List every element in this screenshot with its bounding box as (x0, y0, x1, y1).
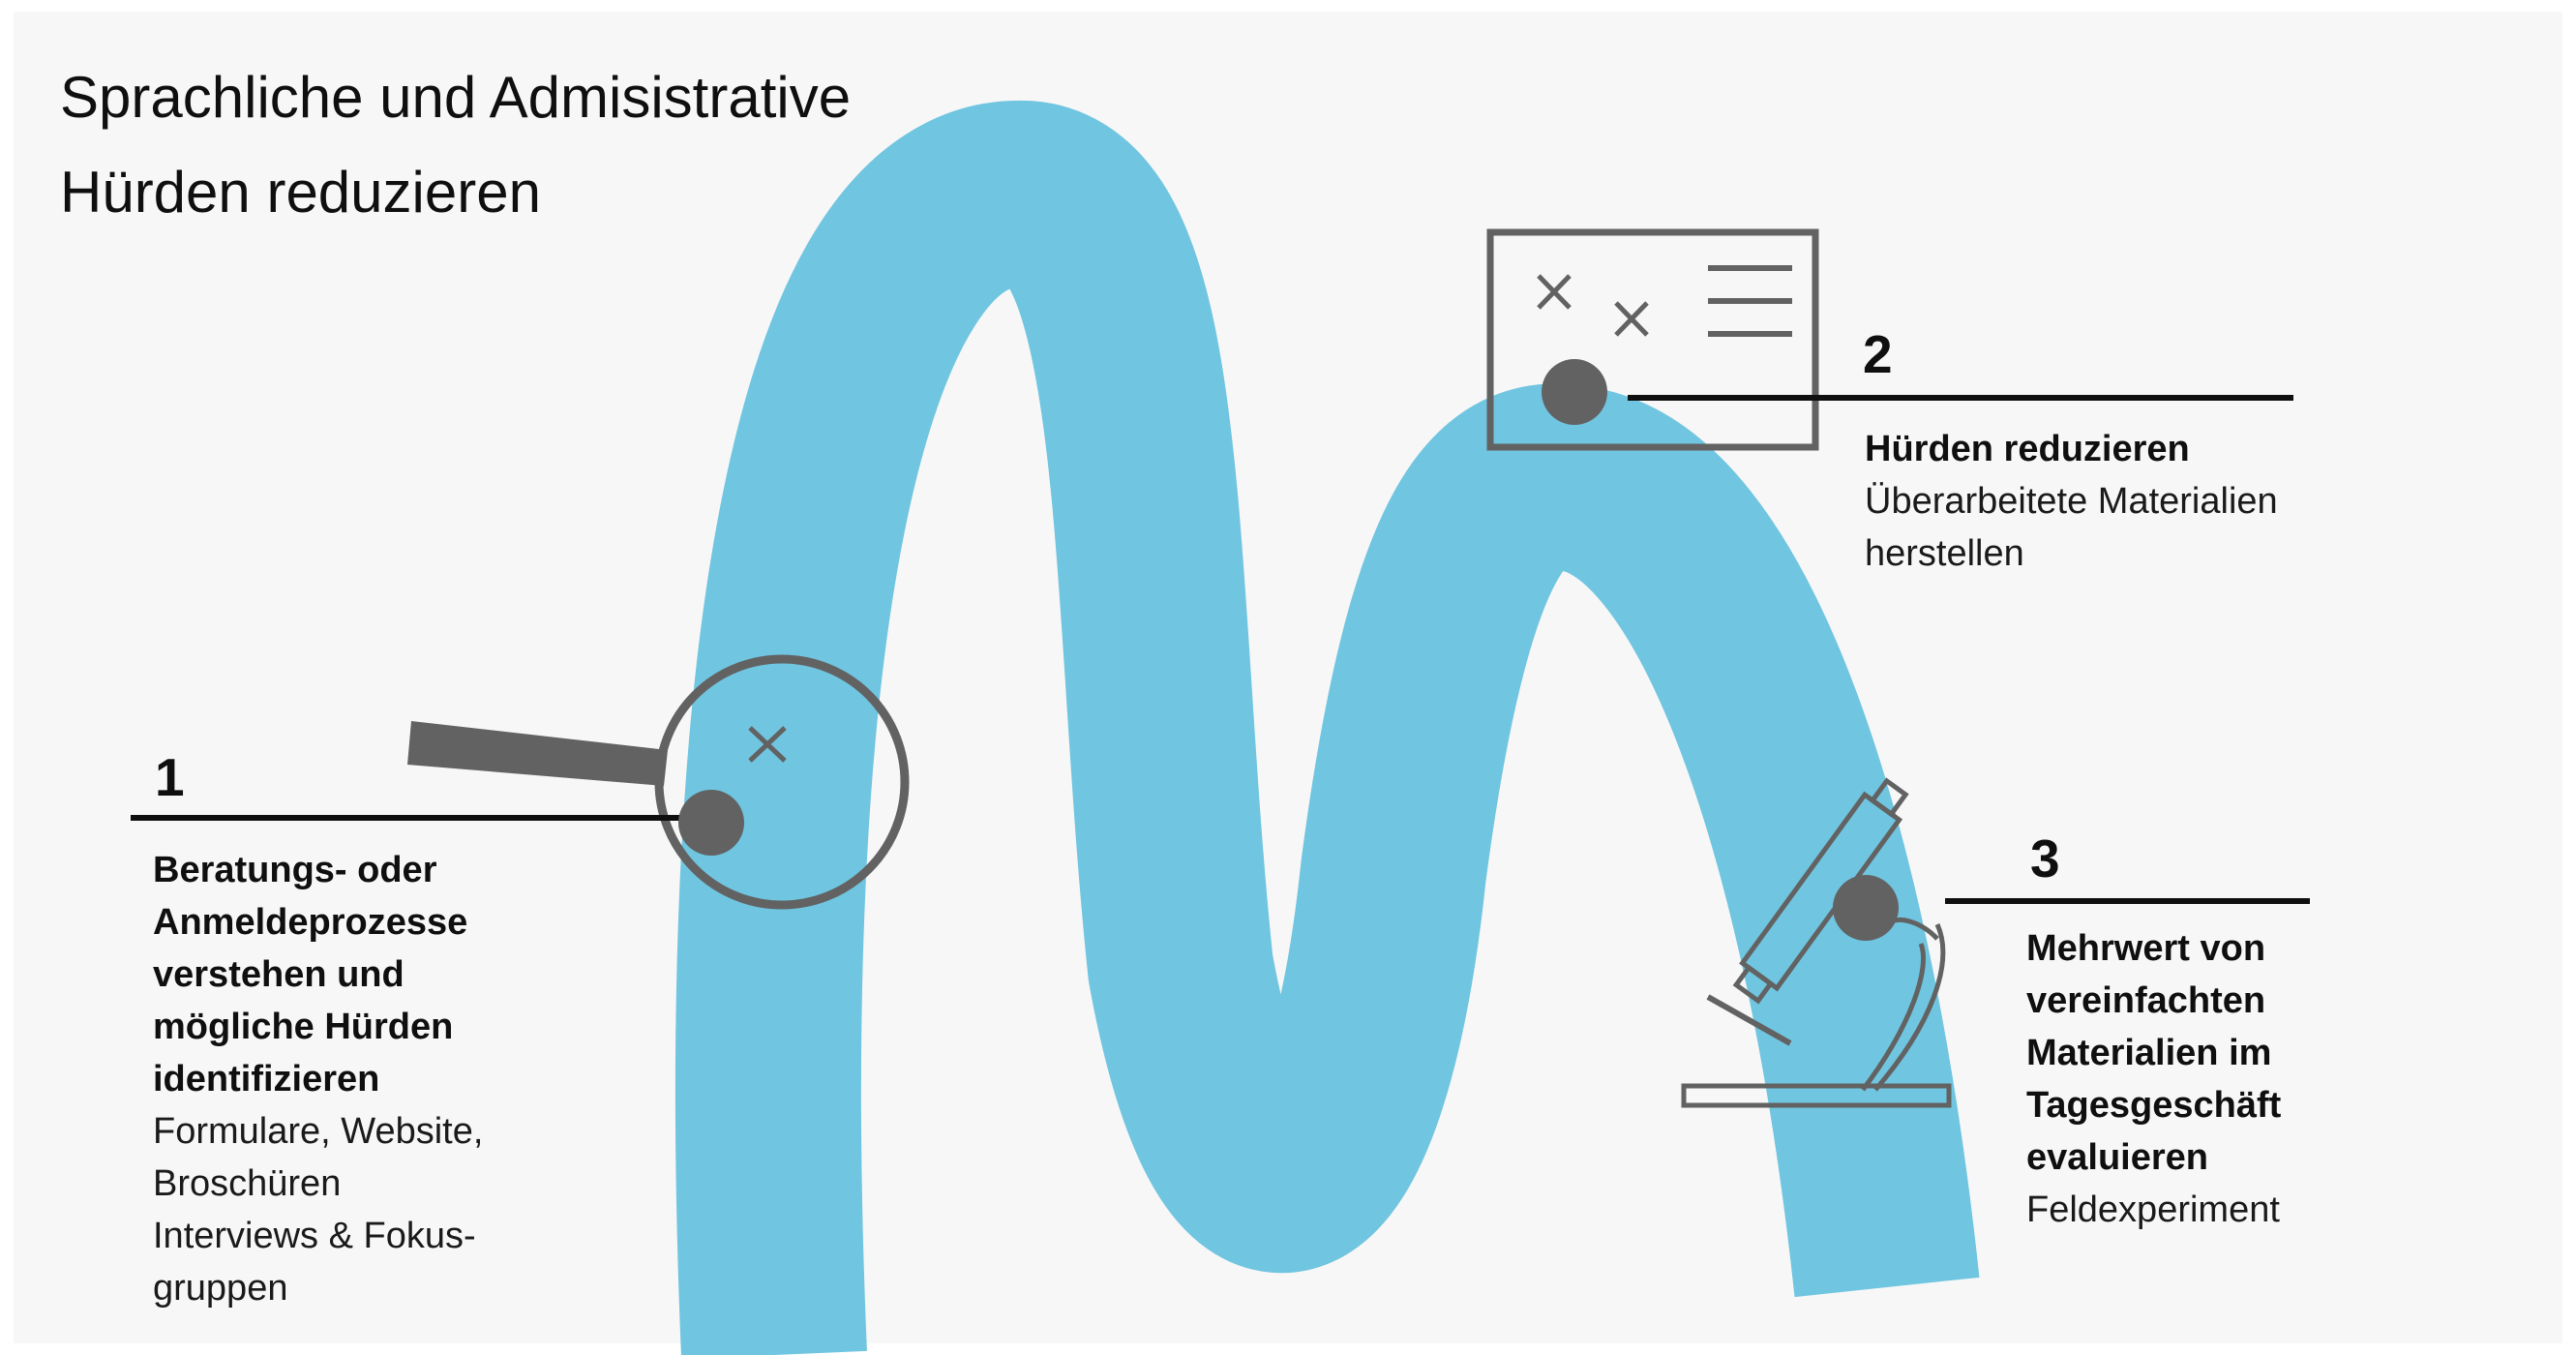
step-2-text: Hürden reduzieren Überarbeitete Material… (1865, 423, 2407, 580)
step-3-heading-line: Mehrwert von (2026, 928, 2266, 969)
step-1-description-line: gruppen (153, 1268, 288, 1309)
step-2-heading-line: Hürden reduzieren (1865, 429, 2190, 469)
step-2-description-line: herstellen (1865, 533, 2024, 574)
step-2-marker-dot (1542, 359, 1607, 425)
microscope-icon (1681, 777, 1952, 1108)
document-board-icon (1486, 228, 1819, 451)
step-3-heading-line: vereinfachten (2026, 980, 2266, 1021)
step-2-number: 2 (1863, 324, 1893, 384)
step-1-description-line: Broschüren (153, 1163, 342, 1204)
step-1-description-line: Formulare, Website, (153, 1111, 484, 1152)
step-1-heading-line: identifizieren (153, 1059, 380, 1099)
step-1-number: 1 (155, 747, 185, 807)
step-1-heading-line: mögliche Hürden (153, 1007, 454, 1047)
step-3-number: 3 (2030, 828, 2060, 888)
winding-path (674, 100, 1980, 1355)
title-line-2: Hürden reduzieren (60, 160, 541, 225)
step-1-heading-line: Anmeldeprozesse (153, 902, 468, 943)
step-3-description-line: Feldexperiment (2026, 1189, 2280, 1230)
step-1-heading-line: verstehen und (153, 954, 404, 995)
step-1-text: Beratungs- oder Anmeldeprozesse verstehe… (153, 844, 617, 1314)
step-1-heading-line: Beratungs- oder (153, 850, 437, 890)
step-3-heading-line: Materialien im (2026, 1033, 2272, 1073)
step-3-heading-line: Tagesgeschäft (2026, 1085, 2282, 1126)
step-3-heading-line: evaluieren (2026, 1137, 2208, 1178)
step-3-marker-dot (1833, 875, 1899, 941)
page-title: Sprachliche und Admisistrative Hürden re… (60, 50, 1124, 240)
step-1-marker-dot (678, 790, 744, 856)
step-3-text: Mehrwert von vereinfachten Materialien i… (2026, 922, 2491, 1236)
step-2-description-line: Überarbeitete Materialien (1865, 481, 2278, 522)
title-line-1: Sprachliche und Admisistrative (60, 65, 852, 130)
step-1-description-line: Interviews & Fokus- (153, 1216, 476, 1256)
magnifying-glass-icon (407, 654, 910, 910)
